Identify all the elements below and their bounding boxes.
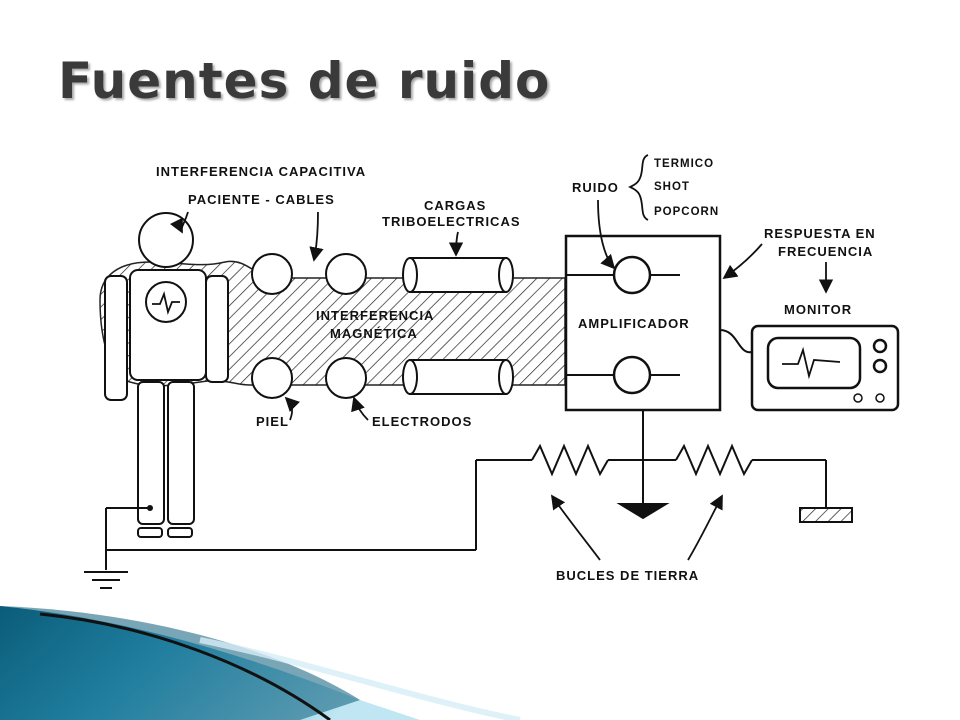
label-paciente-cables: PACIENTE - CABLES: [188, 192, 335, 207]
slide-title: Fuentes de ruido: [58, 52, 551, 110]
label-interferencia-capacitiva: INTERFERENCIA CAPACITIVA: [156, 164, 366, 179]
ground-loop-wiring: [105, 410, 827, 570]
label-amplificador: AMPLIFICADOR: [578, 316, 690, 331]
label-magnetica: MAGNÉTICA: [330, 326, 418, 341]
electrodes: [251, 253, 367, 399]
label-cargas: CARGAS: [424, 198, 486, 213]
noise-types-brace: [627, 154, 649, 221]
electrode-skin-bottom: [251, 357, 293, 399]
ground-amplifier-icon: [616, 503, 670, 520]
label-respuesta-en: RESPUESTA EN: [764, 226, 876, 241]
amplifier: [564, 234, 722, 412]
monitor: [750, 324, 900, 412]
electrode-bottom: [325, 357, 367, 399]
patient-figure: [104, 212, 229, 538]
patient-right-arm: [205, 275, 229, 383]
label-electrodos: ELECTRODOS: [372, 414, 472, 429]
label-monitor: MONITOR: [784, 302, 852, 317]
label-frecuencia: FRECUENCIA: [778, 244, 873, 259]
label-termico: TERMICO: [654, 158, 714, 170]
annotation-arrows: [169, 199, 834, 561]
electrode-skin-top: [251, 253, 293, 295]
ground-symbols: [84, 503, 853, 589]
amplifier-input-top: [612, 255, 652, 295]
label-bucles-de-tierra: BUCLES DE TIERRA: [556, 568, 699, 583]
electrode-top: [325, 253, 367, 295]
cable-cylinders: [402, 257, 514, 395]
label-shot: SHOT: [654, 181, 690, 193]
label-ruido: RUIDO: [572, 180, 619, 195]
resistor-right: [675, 443, 753, 477]
label-triboelectricas: TRIBOELECTRICAS: [382, 214, 521, 229]
patient-right-leg: [167, 381, 195, 525]
ground-monitor-icon: [799, 507, 853, 523]
label-popcorn: POPCORN: [654, 206, 719, 218]
label-interferencia: INTERFERENCIA: [316, 308, 434, 323]
amplifier-input-bottom: [612, 355, 652, 395]
label-piel: PIEL: [256, 414, 289, 429]
patient-left-arm: [104, 275, 128, 401]
resistor-left: [531, 443, 609, 477]
patient-left-leg: [137, 381, 165, 525]
